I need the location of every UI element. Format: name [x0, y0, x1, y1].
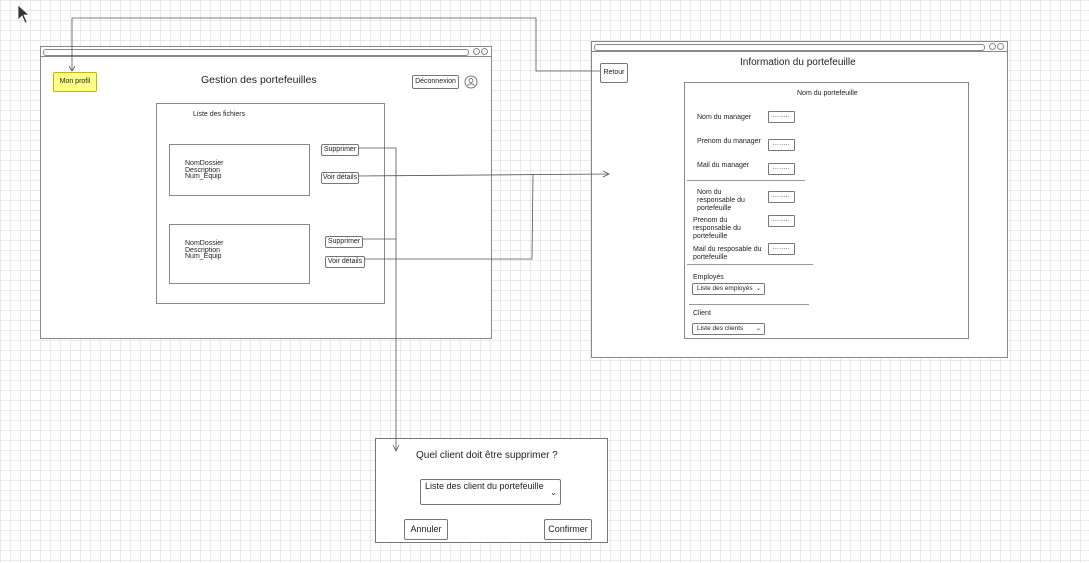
portfolio-panel: Nom du portefeuille Nom du manager .....… — [684, 82, 969, 339]
portfolio-clients-select-value: Liste des client du portefeuille — [425, 481, 544, 491]
field-label: Prenom du manager — [697, 138, 761, 145]
address-bar — [43, 49, 469, 56]
portfolio-clients-select[interactable]: Liste des client du portefeuille ⌄ — [420, 479, 561, 505]
cancel-button[interactable]: Annuler — [404, 519, 448, 540]
clients-select[interactable]: Liste des clients ⌄ — [692, 323, 765, 335]
file-card[interactable]: NomDossier Description Num_Equip — [169, 224, 310, 284]
clients-select-value: Liste des clients — [697, 325, 744, 332]
details-button[interactable]: Voir détails — [321, 172, 359, 184]
window-button[interactable] — [481, 48, 488, 55]
file-card-name: NomDossier — [185, 240, 224, 247]
client-label: Client — [693, 310, 711, 317]
manager-name-value: ........ — [768, 111, 795, 123]
owner-firstname-value: ........ — [768, 215, 795, 227]
address-bar — [594, 44, 985, 51]
arrow-icon — [602, 170, 610, 178]
page-title: Gestion des portefeuilles — [201, 74, 317, 86]
field-label: Nom du responsable du portefeuille — [697, 189, 745, 212]
dialog-question: Quel client doit être supprimer ? — [416, 450, 558, 461]
file-card-name: NomDossier — [185, 160, 224, 167]
field-label: Prenom du responsable du portefeuille — [693, 217, 741, 240]
details-button[interactable]: Voir détails — [325, 256, 365, 268]
manager-mail-value: ........ — [768, 163, 795, 175]
field-label: Mail du manager — [697, 162, 750, 169]
owner-mail-value: ........ — [768, 243, 795, 255]
arrow-icon — [392, 444, 400, 452]
portfolio-management-window: Mon profil Gestion des portefeuilles Déc… — [40, 46, 492, 339]
window-button[interactable] — [989, 43, 996, 50]
chevron-down-icon: ⌄ — [755, 286, 761, 292]
delete-button[interactable]: Supprimer — [321, 144, 359, 156]
logout-button[interactable]: Déconnexion — [412, 75, 459, 89]
file-card-team: Num_Equip — [185, 253, 222, 260]
delete-client-dialog: Quel client doit être supprimer ? Liste … — [375, 438, 608, 543]
divider — [687, 264, 813, 265]
file-card[interactable]: NomDossier Description Num_Equip — [169, 144, 310, 196]
delete-button[interactable]: Supprimer — [325, 236, 363, 248]
employees-label: Employés — [693, 274, 724, 281]
profile-button[interactable]: Mon profil — [53, 72, 97, 92]
arrow-icon — [68, 65, 76, 72]
window-button[interactable] — [473, 48, 480, 55]
cursor-icon — [17, 4, 31, 24]
page-title: Information du portefeuille — [740, 57, 856, 68]
user-icon[interactable] — [464, 75, 478, 89]
manager-firstname-value: ........ — [768, 139, 795, 151]
window-button[interactable] — [997, 43, 1004, 50]
back-button[interactable]: Retour — [600, 63, 628, 83]
confirm-button[interactable]: Confirmer — [544, 519, 592, 540]
owner-name-value: ........ — [768, 191, 795, 203]
details-to-info-connector — [357, 173, 609, 177]
field-label: Mail du resposable du portefeuille — [693, 246, 762, 261]
chevron-down-icon: ⌄ — [550, 488, 557, 497]
employees-select-value: Liste des employés — [697, 285, 753, 292]
chevron-down-icon: ⌄ — [755, 326, 761, 332]
portfolio-name: Nom du portefeuille — [797, 90, 858, 97]
file-card-description: Description — [185, 167, 221, 174]
details-to-info-connector — [364, 173, 534, 260]
file-card-team: Num_Equip — [185, 173, 222, 180]
files-panel-title: Liste des fichiers — [193, 111, 246, 118]
file-card-description: Description — [185, 247, 221, 254]
divider — [689, 304, 809, 305]
portfolio-info-window: Retour Information du portefeuille Nom d… — [591, 41, 1008, 358]
delete-to-dialog-connector — [358, 147, 397, 450]
files-panel: Liste des fichiers NomDossier Descriptio… — [156, 103, 385, 304]
divider — [687, 180, 805, 181]
employees-select[interactable]: Liste des employés ⌄ — [692, 283, 765, 295]
field-label: Nom du manager — [697, 114, 752, 121]
back-to-profile-connector — [71, 17, 600, 72]
